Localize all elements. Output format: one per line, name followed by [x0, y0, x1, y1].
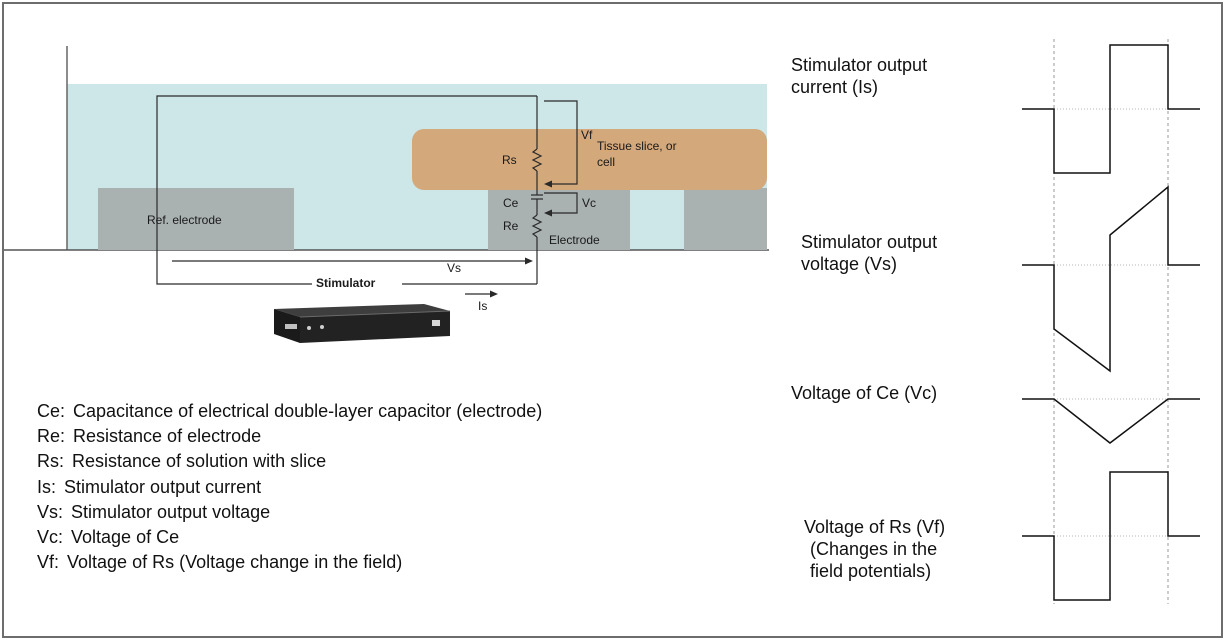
legend-item: Vc: Voltage of Ce — [37, 525, 542, 550]
waveform-label-vc: Voltage of Ce (Vc) — [791, 383, 938, 403]
legend-abbr: Vs: — [37, 501, 64, 522]
label-stimulator: Stimulator — [316, 276, 376, 290]
stimulator-device — [274, 304, 451, 343]
legend-list: Ce: Capacitance of electrical double-laye… — [37, 399, 542, 575]
legend-item: Rs: Resistance of solution with slice — [37, 449, 542, 474]
legend-text: Resistance of solution with slice — [72, 451, 327, 472]
rs-resistor — [531, 148, 543, 172]
waveform-label-vs: Stimulator output voltage (Vs) — [801, 232, 938, 274]
tissue-slice — [412, 129, 767, 190]
legend-abbr: Re: — [37, 426, 66, 447]
legend-abbr: Rs: — [37, 451, 64, 472]
legend-text: Voltage of Ce — [71, 527, 180, 548]
re-resistor — [531, 214, 543, 238]
legend-item: Vs: Stimulator output voltage — [37, 500, 542, 525]
label-vc: Vc — [582, 196, 596, 210]
label-tissue-2: cell — [597, 155, 615, 169]
legend-text: Voltage of Rs (Voltage change in the fie… — [67, 552, 403, 573]
label-ce: Ce — [503, 196, 519, 210]
legend-item: Re: Resistance of electrode — [37, 424, 542, 449]
reference-electrode — [98, 188, 294, 250]
circuit-diagram: Vf Tissue slice, or cell Rs Ce Vc Re Ele… — [4, 39, 1200, 604]
waveform-vf — [1022, 471, 1200, 601]
legend-text: Resistance of electrode — [73, 426, 262, 447]
label-electrode: Electrode — [549, 233, 600, 247]
waveform-vc — [1022, 398, 1200, 444]
label-vs: Vs — [447, 261, 461, 275]
legend-item: Vf: Voltage of Rs (Voltage change in the … — [37, 550, 542, 575]
stimulating-electrode — [488, 188, 630, 250]
legend-text: Stimulator output current — [64, 476, 262, 497]
waveform-vs — [1022, 185, 1200, 373]
legend-item: Is: Stimulator output current — [37, 475, 542, 500]
waveform-label-vf: Voltage of Rs (Vf) (Changes in the field… — [804, 517, 946, 581]
label-rs: Rs — [502, 153, 517, 167]
label-vf: Vf — [581, 128, 593, 142]
legend-abbr: Ce: — [37, 401, 66, 421]
right-electrode-block — [684, 188, 767, 250]
label-ref-electrode: Ref. electrode — [147, 213, 222, 227]
legend-abbr: Vc: — [37, 527, 64, 548]
legend-item: Ce: Capacitance of electrical double-laye… — [37, 399, 542, 424]
legend-abbr: Vf: — [37, 552, 60, 573]
waveform-label-is: Stimulator output current (Is) — [791, 55, 928, 97]
legend-abbr: Is: — [37, 476, 57, 497]
legend-text: Stimulator output voltage — [71, 501, 271, 522]
waveform-is — [1022, 44, 1200, 174]
label-tissue-1: Tissue slice, or — [597, 139, 677, 153]
label-re: Re — [503, 219, 519, 233]
legend-text: Capacitance of electrical double-layer c… — [73, 401, 543, 421]
label-is: Is — [478, 299, 487, 313]
